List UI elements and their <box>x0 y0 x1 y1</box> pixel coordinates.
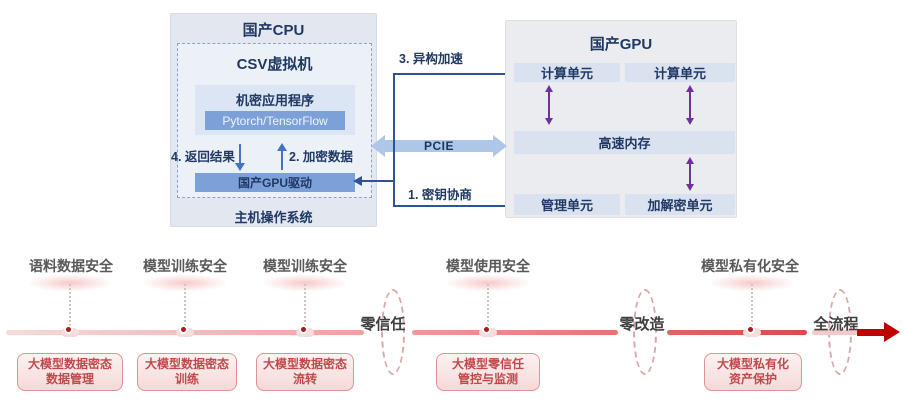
purple-arrow-line <box>548 91 550 119</box>
crypto-unit-bar: 加解密单元 <box>625 194 735 215</box>
confidential-app-title: 机密应用程序 <box>235 93 314 108</box>
timeline-dot <box>746 325 755 334</box>
timeline-arrow-head-icon <box>884 322 900 342</box>
pcie-right-arrowhead-icon <box>493 135 507 157</box>
purple-up-arrow-icon <box>545 85 553 92</box>
csv-vm-title: CSV虚拟机 <box>236 56 313 73</box>
gpu-box: 国产GPU 计算单元 计算单元 高速内存 管理单元 加解密单元 <box>505 20 737 218</box>
stage-box-line: 训练 <box>174 372 199 386</box>
timeline-segment-3 <box>667 330 807 335</box>
stage-label: 语料数据安全 <box>29 258 113 274</box>
accel-line-top <box>393 73 505 75</box>
host-os-label: 主机操作系统 <box>234 210 313 225</box>
connector-vertical-line <box>393 73 395 207</box>
pcie-bus-arrow: PCIE <box>384 139 494 153</box>
milestone-ellipse-icon <box>633 289 657 375</box>
driver-branch-line <box>362 180 394 182</box>
purple-up-arrow-icon <box>686 157 694 164</box>
purple-down-arrow-icon <box>545 118 553 125</box>
framework-box: Pytorch/TensorFlow <box>205 111 345 130</box>
stage-box-line: 大模型数据密态 <box>262 357 347 371</box>
timeline-dot <box>482 325 491 334</box>
csv-vm-box: CSV虚拟机 机密应用程序 Pytorch/TensorFlow 国产GPU驱动 <box>177 43 372 198</box>
step3-hetero-accel-label: 3. 异构加速 <box>399 52 463 66</box>
stage-box: 大模型零信任 管控与监测 <box>436 353 540 391</box>
dotted-connector <box>751 284 753 326</box>
stage-box: 大模型数据密态 训练 <box>137 353 237 391</box>
timeline-dot <box>179 325 188 334</box>
stage-box: 大模型数据密态 流转 <box>256 353 354 391</box>
milestone-ellipse-icon <box>381 289 405 375</box>
stage-box-line: 大模型数据密态 <box>144 357 229 371</box>
dotted-connector <box>69 284 71 326</box>
milestone-label-zero-rebuild: 零改造 <box>619 316 665 333</box>
cpu-box: 国产CPU CSV虚拟机 机密应用程序 Pytorch/TensorFlow 国… <box>170 13 377 227</box>
cpu-title: 国产CPU <box>242 22 305 39</box>
gpu-title: 国产GPU <box>589 36 653 53</box>
purple-arrow-line <box>689 91 691 119</box>
step4-return-result-label: 4. 返回结果 <box>171 150 235 164</box>
stage-box-line: 大模型私有化 <box>716 357 789 371</box>
milestone-label-full-process: 全流程 <box>813 316 859 333</box>
dotted-connector <box>184 284 186 326</box>
return-result-arrow-line <box>239 144 241 164</box>
stage-box-line: 管控与监测 <box>457 372 518 386</box>
purple-up-arrow-icon <box>686 85 694 92</box>
stage-box: 大模型私有化 资产保护 <box>704 353 802 391</box>
keyneg-line-bottom <box>393 205 505 207</box>
purple-arrow-line <box>689 163 691 185</box>
compute-unit-left-bar: 计算单元 <box>514 63 620 82</box>
up-arrow-icon <box>277 143 287 151</box>
pcie-label: PCIE <box>423 139 454 153</box>
stage-box-line: 大模型数据密态 <box>27 357 112 371</box>
high-speed-memory-bar: 高速内存 <box>514 131 735 154</box>
stage-box-line: 资产保护 <box>728 372 777 386</box>
stage-label: 模型使用安全 <box>446 258 530 274</box>
compute-unit-right-bar: 计算单元 <box>625 63 735 82</box>
dotted-connector <box>304 284 306 326</box>
purple-down-arrow-icon <box>686 118 694 125</box>
stage-label: 模型训练安全 <box>263 258 347 274</box>
milestone-label-zero-trust: 零信任 <box>360 316 406 333</box>
gpu-driver-box: 国产GPU驱动 <box>195 173 355 192</box>
timeline-segment-4 <box>812 330 858 335</box>
down-arrow-icon <box>235 163 245 171</box>
timeline-arrow-body <box>857 329 885 336</box>
timeline-dot <box>64 325 73 334</box>
timeline-segment-2 <box>412 330 618 335</box>
confidential-app-box: 机密应用程序 Pytorch/TensorFlow <box>195 85 355 135</box>
pcie-left-arrowhead-icon <box>371 135 385 157</box>
purple-down-arrow-icon <box>686 184 694 191</box>
step1-key-negotiation-label: 1. 密钥协商 <box>408 188 472 202</box>
encrypt-data-arrow-line <box>281 150 283 170</box>
stage-box-line: 数据管理 <box>45 372 94 386</box>
stage-box: 大模型数据密态 数据管理 <box>17 353 123 391</box>
step2-encrypt-data-label: 2. 加密数据 <box>289 150 353 164</box>
dotted-connector <box>487 284 489 326</box>
stage-box-line: 流转 <box>292 372 317 386</box>
stage-label: 模型训练安全 <box>143 258 227 274</box>
management-unit-bar: 管理单元 <box>514 194 620 215</box>
left-arrow-icon <box>353 176 362 186</box>
timeline-dot <box>299 325 308 334</box>
stage-label: 模型私有化安全 <box>701 258 799 274</box>
stage-box-line: 大模型零信任 <box>451 357 524 371</box>
